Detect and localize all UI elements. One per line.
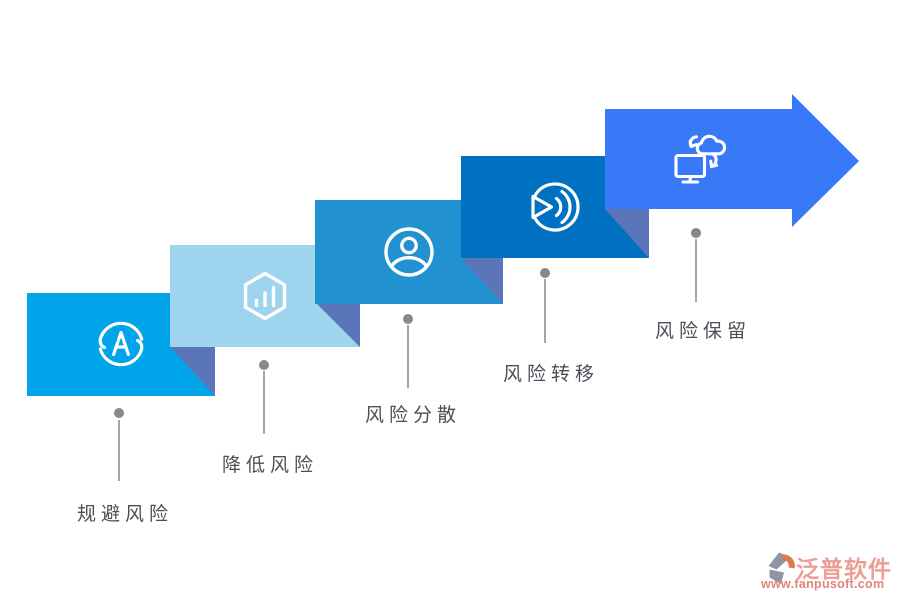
step-connector-dot-2 xyxy=(259,360,269,370)
step-label-4: 风险转移 xyxy=(503,364,600,385)
watermark-url: www.fanpusoft.com xyxy=(761,577,885,591)
cloud-computer-sync-icon xyxy=(674,134,727,184)
step-block-5-arrow xyxy=(605,94,859,227)
step-connector-dot-3 xyxy=(403,314,413,324)
user-icon xyxy=(384,227,434,277)
step-connector-dot-5 xyxy=(691,228,701,238)
fold-triangle-2 xyxy=(315,302,360,347)
fanpu-logo-icon xyxy=(768,552,795,584)
watermark-brand: 泛普软件 xyxy=(796,557,892,582)
pie-radar-icon xyxy=(531,182,580,232)
fold-triangle-3 xyxy=(461,258,503,304)
step-label-2: 降低风险 xyxy=(222,455,319,476)
step-label-3: 风险分散 xyxy=(365,405,462,426)
sync-a-icon xyxy=(98,321,144,367)
step-label-5: 风险保留 xyxy=(655,321,752,342)
fanpu-logo-gray-bottom xyxy=(769,569,784,584)
fold-triangle-4 xyxy=(605,209,649,258)
fanpu-logo-orange-crescent xyxy=(781,554,795,569)
step-connector-dot-4 xyxy=(540,268,550,278)
step-label-1: 规避风险 xyxy=(77,504,174,525)
hexagon-bar-chart-icon xyxy=(243,271,287,321)
step-connector-dot-1 xyxy=(114,408,124,418)
fold-triangle-1 xyxy=(170,347,215,396)
